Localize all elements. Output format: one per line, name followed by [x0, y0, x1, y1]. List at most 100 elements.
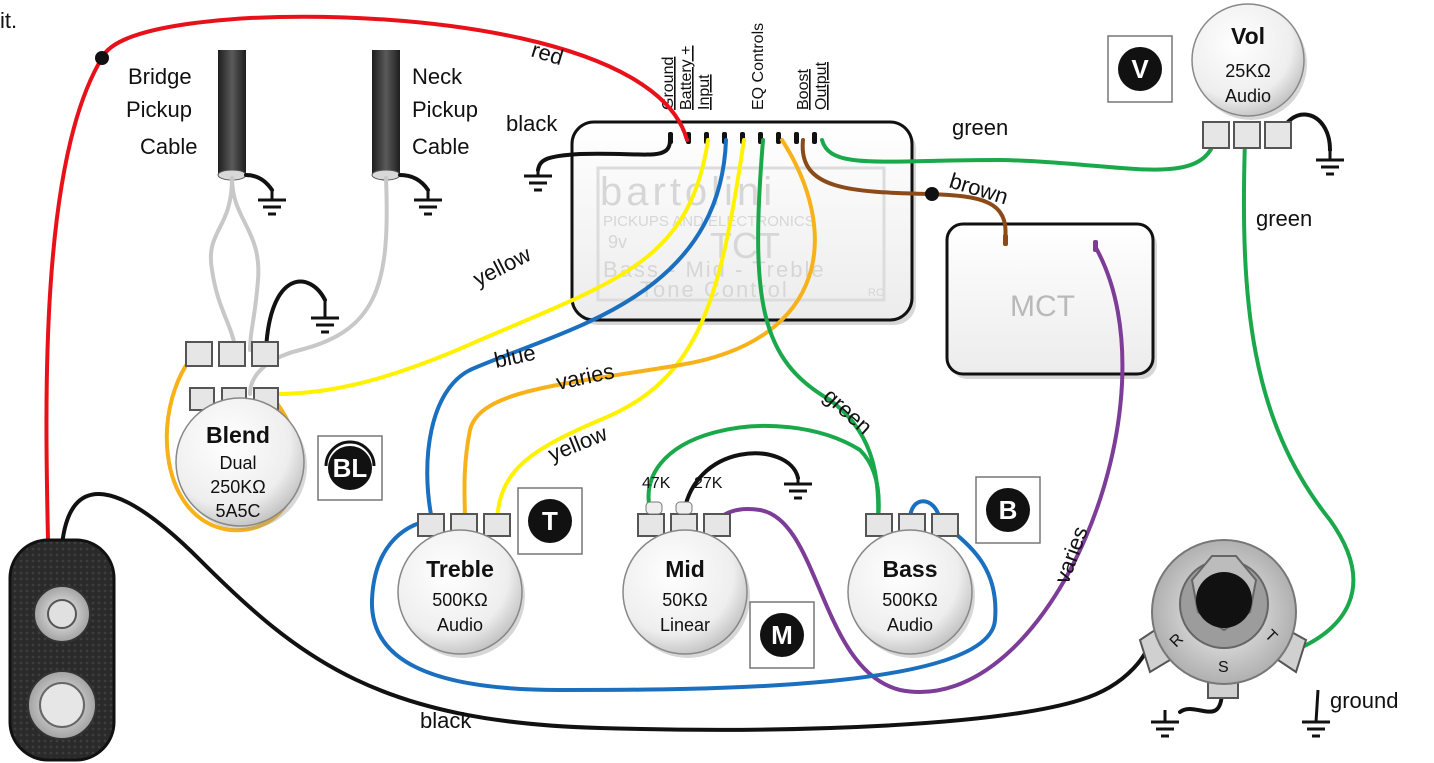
pin-label-boost: Boost	[795, 69, 812, 110]
ground-icon-vol	[1316, 150, 1344, 176]
mid-line-1: 50KΩ	[662, 590, 707, 610]
red-wire	[44, 14, 689, 542]
treble-line-2: Audio	[437, 615, 483, 635]
pin-label-ground: Ground	[660, 57, 677, 110]
blend-line-3: 5A5C	[215, 501, 260, 521]
bridge-hot-wire	[208, 176, 238, 352]
tct-voltage: 9v	[608, 232, 627, 252]
green-bass-wire	[756, 138, 881, 522]
mid-title: Mid	[665, 556, 705, 582]
blend-title: Blend	[206, 422, 270, 448]
wire-label-ground: ground	[1330, 688, 1399, 713]
black-mid-ground-wire	[681, 451, 800, 522]
green-vol-jack-wire	[1241, 138, 1356, 650]
badge-mid-letter: M	[771, 620, 793, 650]
jack-letter-s: S	[1218, 659, 1229, 676]
bass-pot	[847, 513, 975, 658]
ground-icon-tct	[524, 168, 552, 192]
black-battery-wire	[60, 492, 1152, 732]
wire-label-blue: blue	[492, 340, 538, 373]
orange-varies-wire	[462, 138, 817, 522]
wire-label-green-right: green	[1256, 206, 1312, 231]
brown-boost-wire	[800, 138, 1008, 242]
badge-vol-icon	[1107, 35, 1173, 103]
resistor-27k-label: 27K	[694, 475, 723, 492]
black-blend-ground-wire	[264, 279, 327, 352]
red-junction-dot	[95, 51, 109, 65]
wire-label-yellow-upper: yellow	[469, 241, 535, 291]
vol-pot	[1191, 3, 1307, 149]
bridge-shield-wire	[244, 173, 274, 192]
bass-line-1: 500KΩ	[882, 590, 938, 610]
blend-line-1: Dual	[219, 453, 256, 473]
resistor-27k	[675, 501, 693, 515]
green-output-wire	[820, 138, 1217, 172]
badge-blend-letter: BL	[333, 453, 368, 483]
treble-line-1: 500KΩ	[432, 590, 488, 610]
resistor-47k-label: 47K	[642, 475, 671, 492]
treble-title: Treble	[426, 556, 494, 582]
neck-label-1: Neck	[412, 64, 463, 89]
brown-junction-dot	[925, 187, 939, 201]
bridge-pickup-cable	[217, 50, 247, 181]
badge-mid-icon	[749, 601, 815, 669]
badge-bass-letter: B	[999, 495, 1018, 525]
blend-pot	[175, 341, 307, 530]
yellow-input-wire	[266, 138, 710, 397]
wire-label-black-top: black	[506, 111, 558, 136]
badge-treble-letter: T	[542, 506, 558, 536]
badge-bass-icon	[975, 476, 1041, 544]
neck-pickup-cable	[371, 50, 401, 181]
wire-label-varies-mid: varies	[554, 358, 617, 395]
bridge-label-1: Bridge	[128, 64, 192, 89]
black-jack-ground-wire	[1178, 688, 1224, 714]
ground-icon-mid	[784, 476, 812, 500]
wire-label-varies-right: varies	[1049, 523, 1093, 587]
neck-label-3: Cable	[412, 134, 469, 159]
bass-line-2: Audio	[887, 615, 933, 635]
pin-label-battery: Battery +	[678, 46, 695, 110]
bass-title: Bass	[883, 556, 938, 582]
blue-treble-wire	[425, 138, 728, 522]
wire-label-brown: brown	[947, 168, 1012, 209]
vol-line-2: Audio	[1225, 86, 1271, 106]
ground-icon-blend	[311, 300, 339, 334]
mid-line-2: Linear	[660, 615, 710, 635]
mct-label: MCT	[1010, 290, 1075, 323]
purple-varies-wire	[716, 246, 1125, 694]
badge-treble-icon	[517, 487, 583, 555]
blend-line-2: 250KΩ	[210, 477, 266, 497]
mct-pin-in	[1003, 234, 1008, 246]
wire-label-red: red	[529, 37, 567, 70]
badge-vol-letter: V	[1131, 54, 1149, 84]
bridge-hot-wire-2	[230, 176, 261, 352]
vol-line-1: 25KΩ	[1225, 61, 1270, 81]
ground-icon-jack	[1151, 710, 1179, 738]
badge-blend-icon	[317, 435, 383, 501]
ground-icon-standalone	[1302, 689, 1330, 738]
black-tct-ground-wire	[536, 138, 672, 172]
neck-hot-wire	[248, 176, 389, 396]
mct-module: MCT	[945, 222, 1157, 379]
vol-title: Vol	[1231, 23, 1265, 49]
wire-label-green-top: green	[952, 115, 1008, 140]
resistor-47k	[645, 501, 663, 515]
pin-label-output: Output	[813, 61, 830, 110]
green-mid-bass-wire	[646, 423, 881, 522]
bridge-label-3: Cable	[140, 134, 197, 159]
ground-icon-neck	[414, 190, 442, 216]
tct-tagline: PICKUPS AND ELECTRONICS	[603, 213, 815, 230]
tct-code: RC	[868, 287, 884, 299]
treble-pot	[397, 513, 525, 658]
mid-pot	[622, 513, 750, 658]
yellow-treble-wire	[495, 138, 746, 522]
output-jack-icon	[1138, 539, 1308, 699]
battery-snap-icon	[8, 538, 116, 762]
wire-label-green-mid: green	[819, 383, 878, 439]
ground-icon-bridge	[258, 190, 286, 216]
pin-label-eq: EQ Controls	[750, 23, 767, 110]
corner-text: it.	[0, 8, 17, 33]
bridge-label-2: Pickup	[126, 97, 192, 122]
neck-shield-wire	[398, 173, 430, 192]
